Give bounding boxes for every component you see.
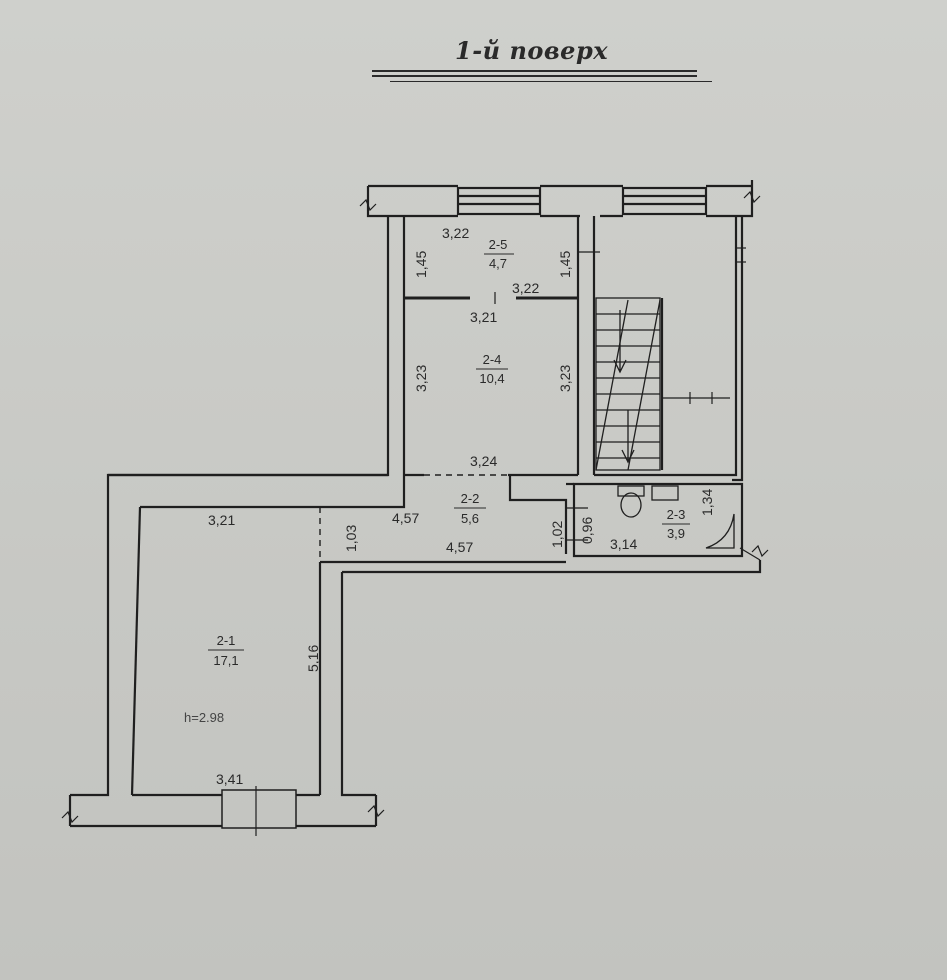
title-underline bbox=[372, 75, 697, 77]
dimension-label: 5,16 bbox=[305, 645, 321, 672]
corridor-bottom-outer bbox=[342, 560, 762, 574]
room-2-1-left-wall bbox=[130, 506, 142, 796]
floor-title: 1-й поверх bbox=[455, 36, 609, 65]
dimension-label: 1,03 bbox=[343, 525, 359, 552]
room-label-2-1: 2-1 17,1 bbox=[208, 633, 244, 668]
svg-text:5,6: 5,6 bbox=[461, 511, 479, 526]
dimension-label: 3,41 bbox=[216, 771, 243, 787]
stair-right-outer-wall bbox=[732, 216, 744, 482]
dimension-label: 3,23 bbox=[413, 365, 429, 392]
stair-right-wall bbox=[594, 216, 738, 477]
corridor-inner-top-wall bbox=[140, 475, 406, 509]
svg-text:3,9: 3,9 bbox=[667, 526, 685, 541]
dimension-label: 3,14 bbox=[610, 536, 637, 552]
window-room-2-5 bbox=[456, 186, 542, 216]
dimension-label: 3,24 bbox=[470, 453, 497, 469]
svg-text:17,1: 17,1 bbox=[213, 653, 238, 668]
top-wall-right-end bbox=[742, 180, 754, 218]
svg-text:2-4: 2-4 bbox=[483, 352, 502, 367]
shower-icon bbox=[705, 513, 735, 549]
dimension-label: 1,45 bbox=[557, 251, 573, 278]
svg-text:2-3: 2-3 bbox=[667, 507, 686, 522]
room-label-2-5: 2-5 4,7 bbox=[484, 237, 514, 271]
toilet-icon bbox=[617, 485, 645, 518]
dimension-label: 4,57 bbox=[392, 510, 419, 526]
svg-text:2-5: 2-5 bbox=[489, 237, 508, 252]
dimension-label: 3,22 bbox=[512, 280, 539, 296]
dimension-label: 4,57 bbox=[446, 539, 473, 555]
dimension-label: 3,21 bbox=[208, 512, 235, 528]
svg-text:4,7: 4,7 bbox=[489, 256, 507, 271]
room-label-2-3: 2-3 3,9 bbox=[662, 507, 690, 541]
window-room-2-1 bbox=[221, 789, 297, 829]
corridor-right-top bbox=[508, 475, 568, 554]
dimension-label: 3,22 bbox=[442, 225, 469, 241]
window-stair bbox=[621, 186, 708, 216]
svg-text:10,4: 10,4 bbox=[479, 371, 504, 386]
svg-text:2-1: 2-1 bbox=[217, 633, 236, 648]
title-underline bbox=[390, 81, 712, 82]
title-underline bbox=[372, 70, 697, 72]
dimension-label: 1,45 bbox=[413, 251, 429, 278]
staircase bbox=[595, 297, 661, 471]
dimension-label: 1,02 bbox=[549, 521, 565, 548]
sink-icon bbox=[651, 485, 679, 501]
dimension-label: 0,96 bbox=[579, 517, 595, 544]
svg-text:2-2: 2-2 bbox=[461, 491, 480, 506]
room-2-1-outer-right bbox=[340, 572, 376, 797]
room-label-2-2: 2-2 5,6 bbox=[454, 491, 486, 526]
wall-2-2-top bbox=[388, 475, 404, 500]
room-height-note: h=2.98 bbox=[184, 710, 224, 725]
upper-left-outer-wall bbox=[70, 216, 390, 797]
top-wall-left-end bbox=[366, 186, 388, 218]
dimension-label: 3,23 bbox=[557, 365, 573, 392]
dimension-label: 1,34 bbox=[699, 489, 715, 516]
room-label-2-4: 2-4 10,4 bbox=[476, 352, 508, 386]
bathroom-walls bbox=[572, 482, 744, 558]
dimension-label: 3,21 bbox=[470, 309, 497, 325]
